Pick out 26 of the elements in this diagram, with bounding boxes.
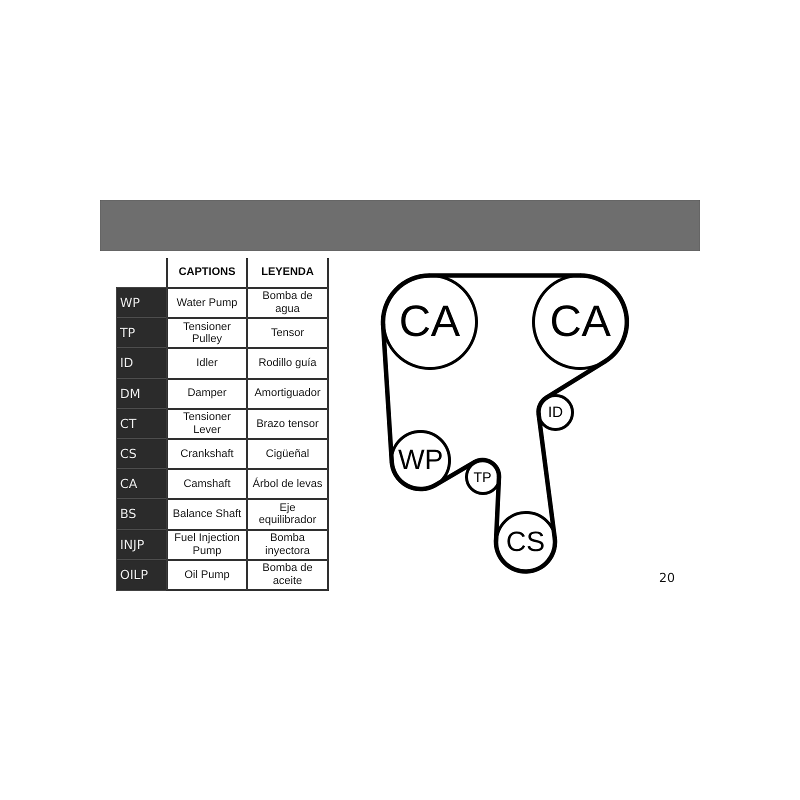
abbreviation-cell: OILP	[116, 558, 168, 591]
page-number: 20	[659, 572, 675, 584]
timing-belt	[536, 412, 557, 540]
pulley-label: WP	[398, 446, 444, 474]
timing-belt	[494, 475, 502, 543]
pulley-label: CA	[398, 300, 460, 344]
abbreviation-cell: TP	[116, 317, 168, 350]
pulley-label: CA	[550, 300, 611, 344]
timing-belt	[433, 460, 476, 488]
timing-belt	[427, 273, 583, 278]
abbreviation-cell: CA	[116, 468, 168, 500]
pulley-label: ID	[548, 404, 563, 420]
pulley-label: CS	[506, 528, 545, 556]
abbreviation-cell: WP	[116, 287, 168, 320]
timing-belt	[380, 322, 394, 464]
translation-cell: Bomba de aceite	[246, 558, 329, 591]
abbreviation-cell: ID	[116, 347, 168, 380]
abbreviation-cell: CT	[116, 408, 168, 440]
abbreviation-cell: INJP	[116, 528, 168, 561]
abbreviation-cell: CS	[116, 438, 168, 470]
timing-belt	[544, 359, 607, 400]
abbreviation-cell: DM	[116, 378, 168, 410]
abbreviation-cell: BS	[116, 498, 168, 531]
pulley-label: TP	[474, 470, 492, 484]
caption-cell: Oil Pump	[166, 558, 248, 591]
pulley-circle	[390, 430, 452, 490]
